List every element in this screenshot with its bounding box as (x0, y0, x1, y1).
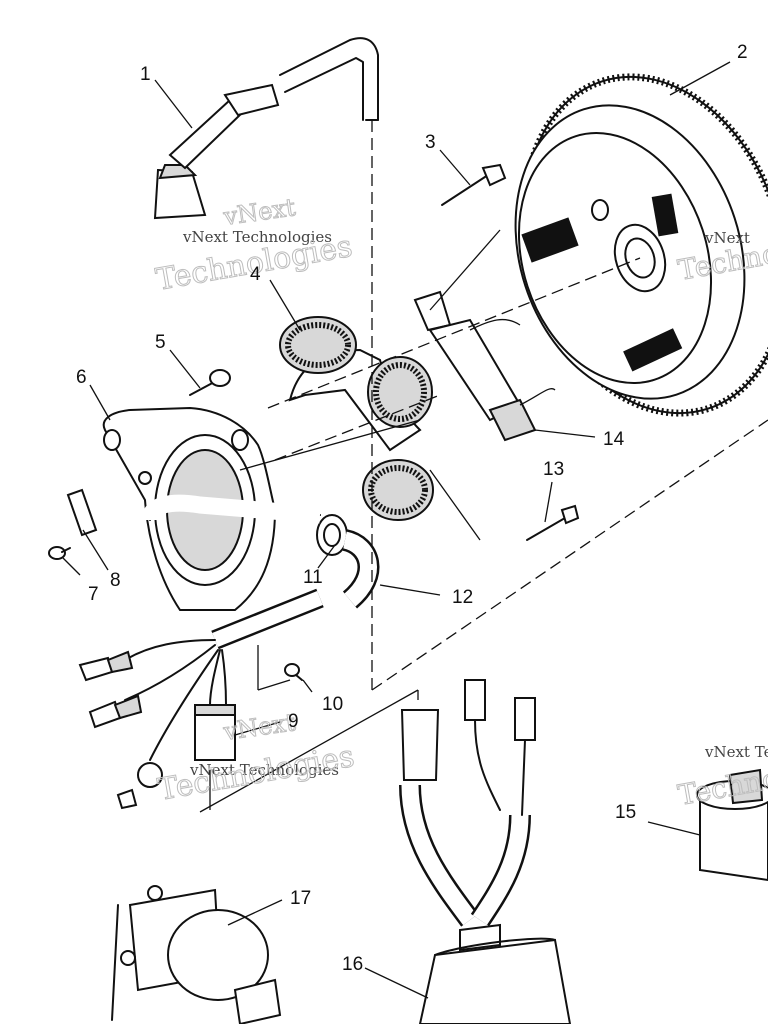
callout-2: 2 (737, 42, 748, 63)
wiring-leads (78, 639, 227, 810)
rectifier-16 (399, 679, 572, 1024)
callout-7: 7 (88, 584, 99, 605)
callout-3: 3 (425, 132, 436, 153)
stator-assembly (279, 316, 434, 521)
svg-text:vNext Technologies: vNext Technologies (182, 228, 332, 246)
callout-16: 16 (342, 954, 363, 975)
screw-10 (284, 663, 303, 681)
part-15 (696, 768, 768, 882)
callout-11: 11 (303, 567, 323, 588)
pickup-coil (413, 290, 556, 442)
callout-6: 6 (76, 367, 87, 388)
clamp-8 (66, 488, 98, 537)
callout-9: 9 (288, 711, 299, 732)
svg-text:vNext: vNext (704, 229, 750, 247)
callout-5: 5 (155, 332, 166, 353)
bolt-13 (526, 504, 580, 541)
wire-harness-tube (141, 494, 380, 650)
screw-7 (48, 546, 71, 560)
svg-text:Technologies: Technologies (155, 739, 357, 808)
callout-labels: 1 2 3 4 5 6 7 8 9 10 11 12 13 14 15 16 1… (76, 42, 748, 975)
callout-17: 17 (290, 888, 311, 909)
connector-9 (194, 704, 236, 761)
spark-plug-cap (153, 37, 379, 220)
starter-solenoid-17 (111, 885, 282, 1024)
callout-13: 13 (543, 459, 564, 480)
callout-12: 12 (452, 587, 473, 608)
callout-8: 8 (110, 570, 121, 591)
assembly-guide-lines (199, 120, 768, 813)
svg-text:vNext Technologies: vNext Technologies (189, 761, 339, 779)
watermark-lower: vNext vNext Technologies Technologies (155, 708, 358, 809)
callout-4: 4 (250, 264, 261, 285)
svg-text:vNext Technologies: vNext Technologies (704, 743, 768, 761)
bolt-3 (441, 163, 507, 206)
callout-15: 15 (615, 802, 636, 823)
callout-14: 14 (603, 429, 625, 450)
leader-lines (62, 61, 731, 999)
svg-text:vNext: vNext (221, 193, 297, 231)
callout-1: 1 (140, 64, 151, 85)
screw-5 (189, 369, 231, 396)
callout-10: 10 (322, 694, 343, 715)
